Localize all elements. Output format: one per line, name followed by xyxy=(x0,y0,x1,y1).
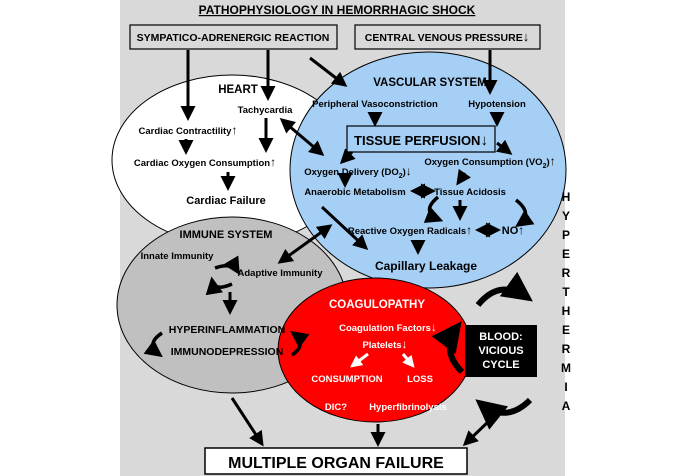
hyperthermia-letter: R xyxy=(562,342,571,356)
hyperthermia-letter: R xyxy=(562,266,571,280)
o2-consumption-label: Cardiac Oxygen Consumption↑ xyxy=(134,155,276,169)
cycle-arrow-immune-right xyxy=(290,330,310,357)
cycle-arrow-acidosis-ros xyxy=(423,195,444,223)
vascular-title: VASCULAR SYSTEM xyxy=(373,77,487,89)
hyperthermia-letter: H xyxy=(562,304,571,318)
capillary-leakage-label: Capillary Leakage xyxy=(375,259,477,273)
vasoconstriction-label: Peripheral Vasoconstriction xyxy=(312,99,438,110)
no-label: NO↑ xyxy=(502,223,525,237)
hyperthermia-letter: P xyxy=(562,228,570,242)
cycle-arrow-left xyxy=(431,321,465,375)
sympatico-box xyxy=(129,24,338,50)
hyperthermia-letter: M xyxy=(561,361,571,375)
acidosis-label: Tissue Acidosis xyxy=(434,187,506,198)
immune-title: IMMUNE SYSTEM xyxy=(180,229,273,241)
cvp-label: CENTRAL VENOUS PRESSURE↓ xyxy=(365,29,529,44)
cycle-arrow-top xyxy=(475,271,533,307)
hyperthermia-letter: E xyxy=(562,247,570,261)
arrow-vo2-acidosis xyxy=(456,168,472,186)
hyperthermia-letter: E xyxy=(562,323,570,337)
arrow-anaerobic-leakage xyxy=(320,205,369,251)
platelets-label: Platelets↓ xyxy=(362,337,407,351)
anaerobic-label: Anaerobic Metabolism xyxy=(304,187,405,198)
arrow-perfusion-vo2 xyxy=(495,139,513,155)
mof-box xyxy=(204,447,468,475)
ros-label: Reactive Oxygen Radicals↑ xyxy=(348,223,472,237)
blood-line1: BLOOD: xyxy=(479,331,522,343)
dic-label: DIC? xyxy=(325,402,347,413)
cycle-arrow-no xyxy=(514,198,535,227)
hyperinflammation-label: HYPERINFLAMMATION xyxy=(169,324,285,336)
tissue-perfusion-box xyxy=(346,125,496,153)
hyperthermia-letter: A xyxy=(562,399,571,413)
arrow-platelets-loss xyxy=(401,353,415,368)
cycle-arrow-adaptive-innate xyxy=(205,276,233,296)
arrow-sympatico-vasoconstriction xyxy=(309,56,348,87)
cycle-arrow-immune-left xyxy=(143,331,164,358)
cardiac-failure-label: Cardiac Failure xyxy=(186,195,265,207)
arrow-platelets-consumption xyxy=(350,352,369,368)
coagulation-factors-label: Coagulation Factors↓ xyxy=(339,320,437,334)
arrow-tachy-delivery xyxy=(279,118,325,156)
cycle-arrow-bottom xyxy=(475,397,533,430)
hyperthermia-letter: T xyxy=(562,285,570,299)
blood-line3: CYCLE xyxy=(482,359,519,371)
hyperthermia-letter: Y xyxy=(562,209,570,223)
cycle-arrow-innate-adaptive xyxy=(214,255,240,275)
mof-label: MULTIPLE ORGAN FAILURE xyxy=(228,455,444,472)
oxygen-consumption-label: Oxygen Consumption (VO2)↑ xyxy=(424,154,555,170)
loss-label: LOSS xyxy=(407,374,433,385)
consumption-label: CONSUMPTION xyxy=(311,374,382,385)
hypotension-label: Hypotension xyxy=(468,99,526,110)
immunodepression-label: IMMUNODEPRESSION xyxy=(171,346,284,358)
hyperfibrinolysis-label: Hyperfibrinolysis xyxy=(369,402,447,413)
arrow-vascular-immune xyxy=(277,224,333,264)
adaptive-label: Adaptive Immunity xyxy=(238,268,324,279)
arrow-blood-mof xyxy=(462,418,492,447)
hyperthermia-letter: I xyxy=(564,380,567,394)
blood-line2: VICIOUS xyxy=(478,345,523,357)
tachycardia-label: Tachycardia xyxy=(238,105,293,116)
tissue-perfusion-label: TISSUE PERFUSION↓ xyxy=(354,132,488,149)
oxygen-delivery-label: Oxygen Delivery (DO2)↓ xyxy=(304,164,412,180)
contractility-label: Cardiac Contractility↑ xyxy=(139,123,238,137)
hyperthermia-letter: H xyxy=(562,190,571,204)
cvp-box xyxy=(354,24,541,50)
heart-title: HEART xyxy=(218,84,258,96)
arrow-immune-mof xyxy=(230,397,264,447)
arrow-perfusion-delivery xyxy=(339,148,356,165)
innate-label: Innate Immunity xyxy=(141,251,215,262)
diagram-title: PATHOPHYSIOLOGY IN HEMORRHAGIC SHOCK xyxy=(199,3,476,17)
coagulopathy-title: COAGULOPATHY xyxy=(329,299,425,311)
sympatico-label: SYMPATICO-ADRENERGIC REACTION xyxy=(137,32,330,44)
blood-cycle-box xyxy=(465,325,537,377)
